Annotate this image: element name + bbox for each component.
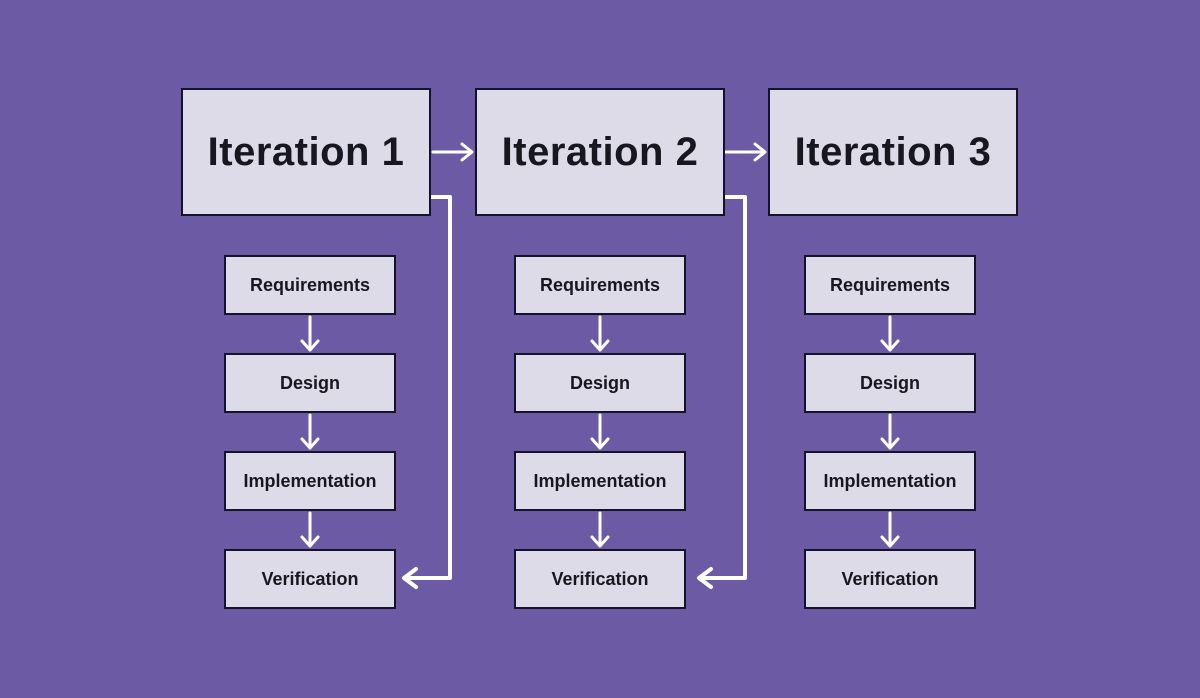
iter1-verification-box: Verification [224,549,396,609]
iteration-3-header-box: Iteration 3 [768,88,1018,216]
iter2-verification-box: Verification [514,549,686,609]
step-arrow-iter1-implementation-to-verification-icon [300,511,320,548]
iteration-3-header-label: Iteration 3 [794,129,992,174]
iter1-design-label: Design [279,372,340,393]
iter1-requirements-box: Requirements [224,255,396,315]
step-arrow-iter2-requirements-to-design-icon [590,315,610,352]
iter3-implementation-box: Implementation [804,451,976,511]
step-arrow-iter3-design-to-implementation-icon [880,413,900,450]
iter1-implementation-box: Implementation [224,451,396,511]
iter2-design-label: Design [569,372,630,393]
iter2-implementation-box: Implementation [514,451,686,511]
iteration-1-header-label: Iteration 1 [207,129,405,174]
iter3-design-box: Design [804,353,976,413]
iteration-1-header-box: Iteration 1 [181,88,431,216]
iter2-verification-label: Verification [551,568,649,589]
iter1-design-box: Design [224,353,396,413]
step-arrow-iter1-requirements-to-design-icon [300,315,320,352]
iteration-2-header-box: Iteration 2 [475,88,725,216]
iter3-verification-label: Verification [841,568,939,589]
iteration-2-header-label: Iteration 2 [501,129,699,174]
iter2-implementation-label: Implementation [533,470,667,491]
step-arrow-iter3-requirements-to-design-icon [880,315,900,352]
feedback-arrow-iteration2-to-verification-icon [697,195,747,589]
iter3-requirements-box: Requirements [804,255,976,315]
iter2-requirements-box: Requirements [514,255,686,315]
feedback-arrow-iteration1-to-verification-icon [402,195,452,589]
step-arrow-iter2-design-to-implementation-icon [590,413,610,450]
iter3-implementation-label: Implementation [823,470,957,491]
iter1-verification-label: Verification [261,568,359,589]
iter3-requirements-label: Requirements [829,274,951,295]
iter3-design-label: Design [859,372,920,393]
step-arrow-iter3-implementation-to-verification-icon [880,511,900,548]
flow-arrow-iteration2-to-iteration3-icon [724,142,767,162]
iter1-implementation-label: Implementation [243,470,377,491]
step-arrow-iter2-implementation-to-verification-icon [590,511,610,548]
iter2-requirements-label: Requirements [539,274,661,295]
iter1-requirements-label: Requirements [249,274,371,295]
iter2-design-box: Design [514,353,686,413]
iter3-verification-box: Verification [804,549,976,609]
flow-arrow-iteration1-to-iteration2-icon [431,142,474,162]
step-arrow-iter1-design-to-implementation-icon [300,413,320,450]
